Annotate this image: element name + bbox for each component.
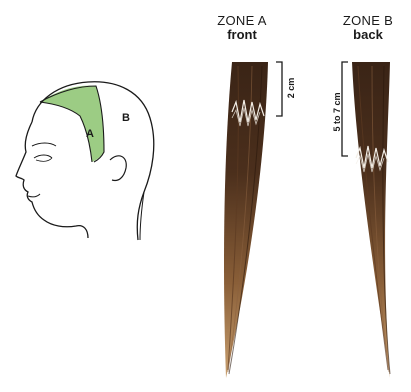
- bracket-zone-b: [342, 62, 348, 156]
- eyelashes: [36, 158, 52, 161]
- zone-b-title: ZONE B back: [323, 14, 411, 42]
- head-label-a: A: [86, 128, 94, 140]
- head-label-b: B: [122, 112, 130, 124]
- zone-a-title: ZONE A front: [197, 14, 287, 42]
- mouth: [28, 194, 40, 197]
- face-profile: [16, 122, 88, 238]
- zone-b-measurement: 5 to 7 cm: [332, 89, 342, 135]
- ear: [110, 156, 126, 181]
- eye: [34, 155, 52, 158]
- strand-zone-b: [352, 62, 390, 378]
- zone-b-position: back: [323, 28, 411, 42]
- zone-a-name: ZONE A: [197, 14, 287, 28]
- strand-zone-a: [224, 62, 268, 378]
- bracket-zone-a: [276, 62, 282, 116]
- eyebrow: [32, 143, 56, 146]
- zone-b-name: ZONE B: [323, 14, 411, 28]
- zone-a-position: front: [197, 28, 287, 42]
- zone-a-measurement: 2 cm: [286, 73, 296, 103]
